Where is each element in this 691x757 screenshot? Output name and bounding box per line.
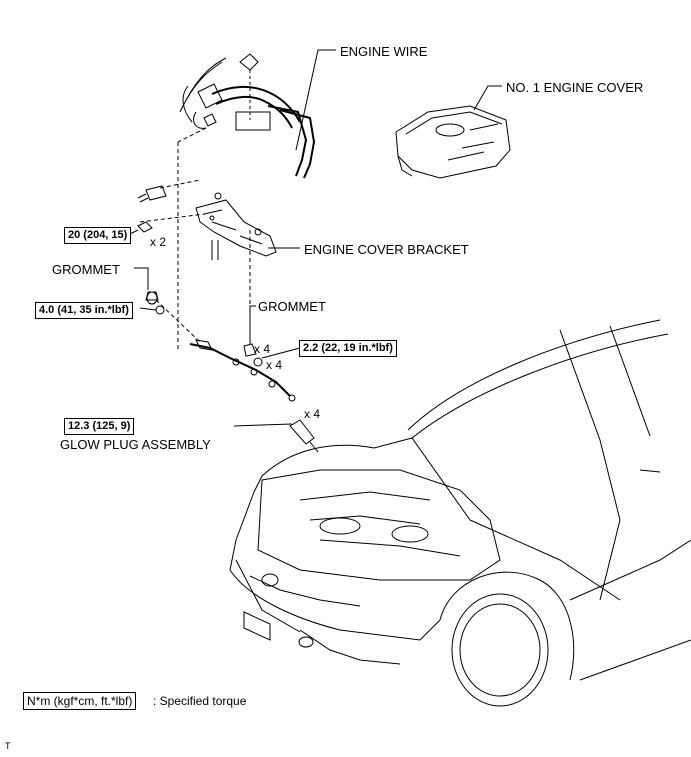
vehicle-illustration [229, 319, 691, 707]
legend-description: : Specified torque [153, 694, 247, 708]
multiplier-bracket-bolt: x 2 [150, 235, 167, 249]
bracket-bolt-illustration [137, 221, 153, 233]
engine-wire-label: ENGINE WIRE [340, 44, 428, 59]
glow-plug-illustration [289, 419, 319, 453]
glow-plug-leader [233, 423, 293, 427]
grommet-right-label: GROMMET [258, 299, 326, 314]
torque-glow-plug: 12.3 (125, 9) [64, 418, 135, 435]
engine-cover-bracket-label: ENGINE COVER BRACKET [304, 242, 469, 257]
engine-cover-leader [473, 85, 502, 111]
glow-plug-harness-illustration [189, 339, 296, 402]
grommet-left-label: GROMMET [52, 262, 120, 277]
glow-plug-nut-leader [261, 347, 301, 359]
grommet-left-illustration [145, 291, 165, 315]
grommet-left-leader [134, 267, 149, 290]
engine-cover-illustration [395, 105, 511, 179]
engine-wire-illustration [179, 53, 316, 179]
legend-unit-box: N*m (kgf*cm, ft.*lbf) [23, 692, 137, 710]
multiplier-nut-right: x 4 [266, 358, 283, 372]
glow-plug-assembly-label: GLOW PLUG ASSEMBLY [60, 437, 211, 452]
torque-glow-plug-nut: 2.2 (22, 19 in.*lbf) [299, 340, 397, 357]
torque-bracket-bolt: 20 (204, 15) [64, 227, 132, 244]
grommet-right-illustration [243, 343, 263, 367]
no1-engine-cover-label: NO. 1 ENGINE COVER [506, 80, 644, 95]
engine-cover-bracket-illustration [195, 192, 277, 260]
bracket-bolt-leader [129, 229, 139, 235]
footer-code: T [5, 741, 11, 751]
grommet-nut-leader [139, 307, 157, 311]
multiplier-grommet-right: x 4 [254, 342, 271, 356]
multiplier-glow-plug: x 4 [304, 407, 321, 421]
torque-grommet-nut: 4.0 (41, 35 in.*lbf) [35, 302, 133, 319]
engine-wire-leader [295, 49, 336, 151]
connector-illustration [137, 185, 167, 203]
grommet-right-leader [249, 305, 256, 344]
